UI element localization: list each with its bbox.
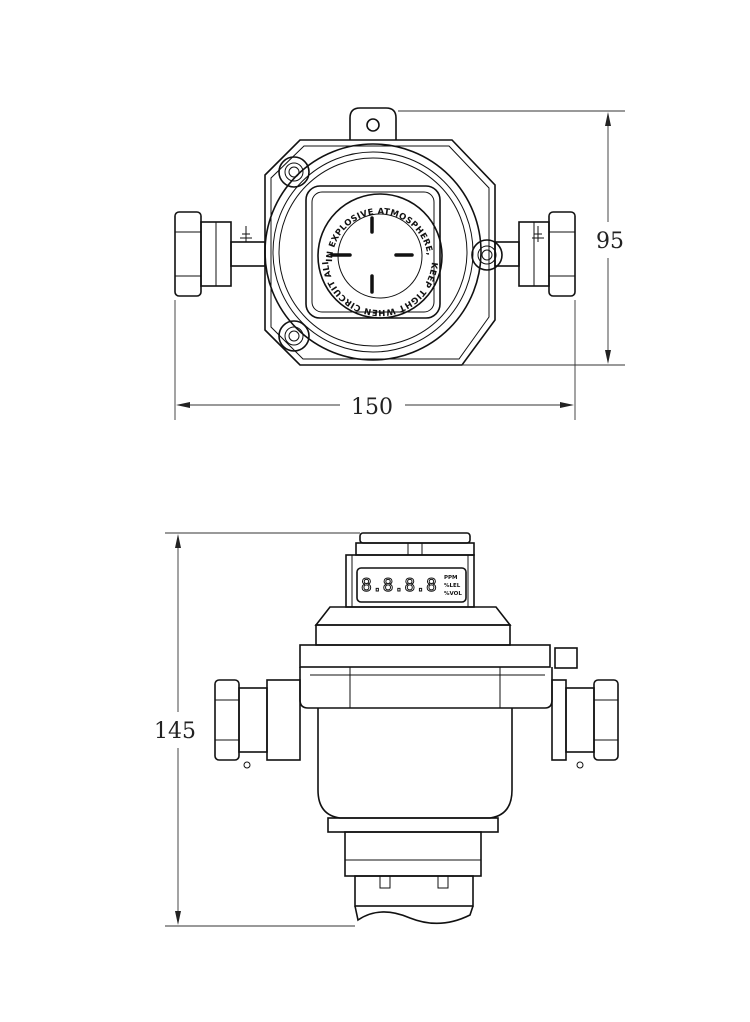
top-view: IN EXPLOSIVE ATMOSPHERE, KEEP TIGHT WHEN…	[0, 0, 625, 420]
front-right-cable-gland	[551, 679, 619, 769]
screw-icon	[278, 156, 503, 352]
unit-ppm: PPM	[444, 575, 458, 581]
unit-lel: %LEL	[444, 583, 461, 589]
front-view: 8.8.8.8 PPM %LEL %VOL	[154, 532, 619, 927]
height-dimension-label: 95	[596, 229, 624, 254]
left-cable-gland	[174, 211, 266, 297]
unit-vol: %VOL	[444, 591, 462, 597]
front-height-dimension-label: 145	[154, 719, 196, 744]
front-left-cable-gland	[214, 679, 301, 769]
display-digits: 8.8.8.8	[361, 575, 437, 596]
width-dimension-label: 150	[351, 395, 393, 420]
cover-text-bottom: KEEP TIGHT WHEN CIRCUIT ALIVE	[0, 0, 439, 317]
right-cable-gland	[494, 211, 576, 297]
